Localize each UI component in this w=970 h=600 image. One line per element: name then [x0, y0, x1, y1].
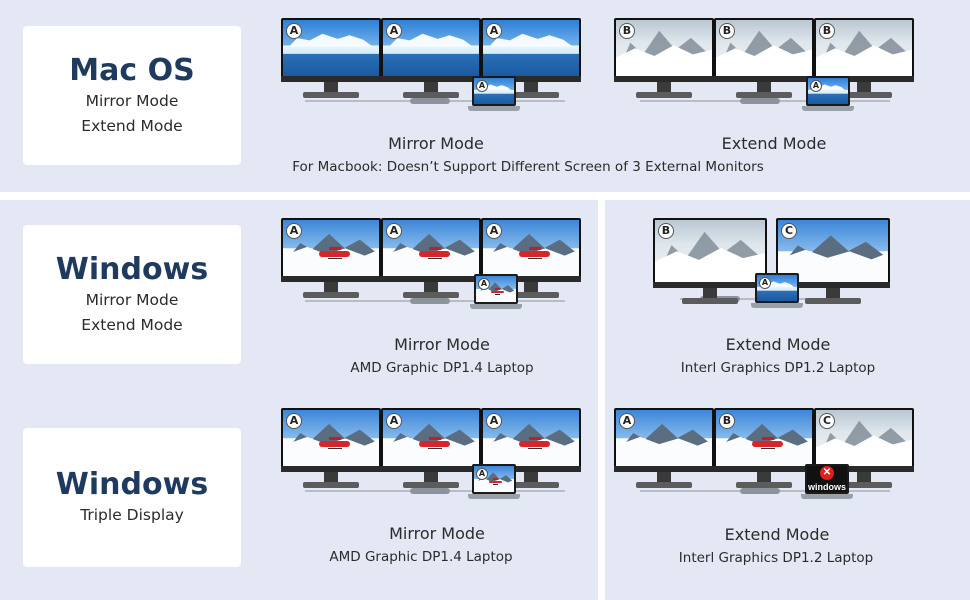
win-extend-sub: Interl Graphics DP1.2 Laptop: [680, 360, 876, 376]
label-b-badge: B: [658, 223, 674, 239]
windows-triple-card: Windows Triple Display: [23, 428, 241, 567]
label-a-badge: A: [286, 23, 302, 39]
windows-dual-title: Windows: [55, 251, 209, 287]
mac-mirror-label: Mirror Mode: [85, 91, 179, 110]
dock-hub: [410, 98, 450, 104]
laptop: A: [470, 274, 522, 312]
win-extend-caption: Extend Mode: [725, 335, 831, 354]
dock-hub: [410, 488, 450, 494]
windows-dual-card: Windows Mirror Mode Extend Mode: [23, 225, 241, 364]
laptop: A: [468, 76, 520, 114]
laptop: A: [751, 273, 803, 311]
label-a-badge: A: [619, 413, 635, 429]
triple-mirror-caption: Mirror Mode: [389, 524, 485, 543]
monitor: A: [481, 18, 581, 100]
label-a-badge: A: [286, 223, 302, 239]
monitor: B: [814, 18, 914, 100]
mac-extend-caption: Extend Mode: [721, 134, 827, 153]
windows-triple-title: Windows: [55, 467, 209, 502]
monitor: A: [381, 18, 481, 100]
monitor: C: [776, 218, 890, 306]
monitor: C: [814, 408, 914, 490]
monitor: A: [481, 218, 581, 300]
mac-mirror-caption: Mirror Mode: [388, 134, 484, 153]
label-a-badge: A: [759, 277, 771, 289]
win-mirror-sub: AMD Graphic DP1.4 Laptop: [350, 360, 534, 376]
windows-extend-label: Extend Mode: [81, 315, 183, 334]
label-a-badge: A: [486, 223, 502, 239]
laptop: A: [468, 464, 520, 502]
windows-logo-text: windows: [808, 482, 846, 492]
label-a-badge: A: [478, 278, 490, 290]
mac-extend-label: Extend Mode: [81, 116, 183, 135]
mac-os-title: Mac OS: [69, 52, 195, 88]
mac-os-card: Mac OS Mirror Mode Extend Mode: [23, 26, 241, 165]
triple-mirror-sub: AMD Graphic DP1.4 Laptop: [329, 549, 513, 565]
monitor: B: [714, 18, 814, 100]
windows-unsupported: ✕ windows: [807, 466, 847, 492]
label-a-badge: A: [286, 413, 302, 429]
monitor: A: [614, 408, 714, 490]
label-a-badge: A: [810, 80, 822, 92]
monitor: B: [714, 408, 814, 490]
label-a-badge: A: [476, 468, 488, 480]
monitor: A: [481, 408, 581, 490]
dock-hub: [410, 298, 450, 304]
monitor: A: [281, 18, 381, 100]
monitor: A: [381, 408, 481, 490]
label-b-badge: B: [619, 23, 635, 39]
windows-mirror-label: Mirror Mode: [85, 290, 179, 309]
laptop: ✕ windows: [801, 464, 853, 502]
label-c-badge: C: [819, 413, 835, 429]
triple-extend-sub: Interl Graphics DP1.2 Laptop: [678, 550, 874, 566]
mac-note: For Macbook: Doesn’t Support Different S…: [292, 159, 764, 175]
triple-extend-caption: Extend Mode: [724, 525, 830, 544]
label-c-badge: C: [781, 223, 797, 239]
label-a-badge: A: [386, 23, 402, 39]
windows-triple-label: Triple Display: [80, 506, 184, 524]
monitor: B: [614, 18, 714, 100]
label-b-badge: B: [719, 413, 735, 429]
error-x-icon: ✕: [820, 466, 834, 480]
label-a-badge: A: [386, 223, 402, 239]
monitor: B: [653, 218, 767, 306]
label-b-badge: B: [819, 23, 835, 39]
label-a-badge: A: [486, 23, 502, 39]
monitor: A: [281, 408, 381, 490]
label-b-badge: B: [719, 23, 735, 39]
dock-hub: [740, 488, 780, 494]
dock-hub: [740, 98, 780, 104]
monitor: A: [281, 218, 381, 300]
monitor: A: [381, 218, 481, 300]
label-a-badge: A: [486, 413, 502, 429]
label-a-badge: A: [476, 80, 488, 92]
laptop: A: [802, 76, 854, 114]
label-a-badge: A: [386, 413, 402, 429]
win-mirror-caption: Mirror Mode: [394, 335, 490, 354]
